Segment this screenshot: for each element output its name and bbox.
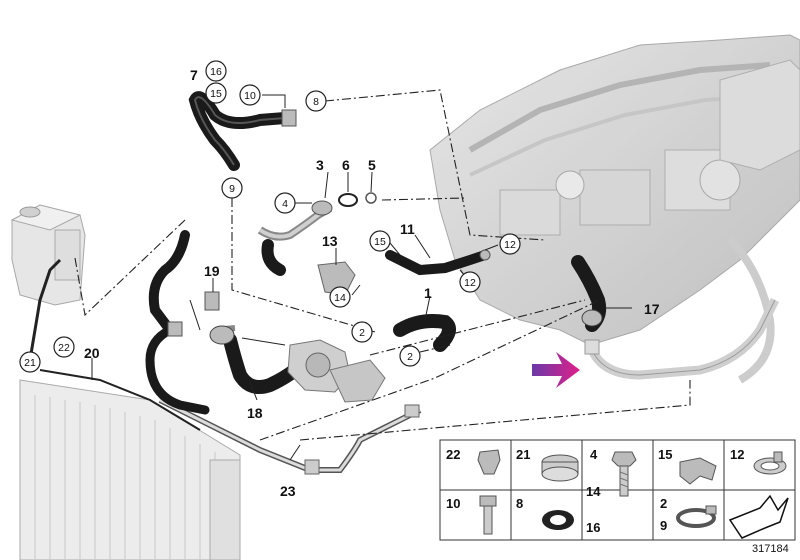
svg-text:12: 12 — [730, 447, 744, 462]
callout-23: 23 — [280, 483, 296, 499]
callout-19: 19 — [204, 263, 220, 279]
legend-cell-15: 15 — [658, 447, 717, 485]
bracket-clip-icon — [679, 457, 717, 485]
callout-3: 3 — [316, 157, 324, 173]
parts-legend: 22 21 4 14 15 — [439, 439, 796, 541]
svg-text:14: 14 — [586, 484, 601, 499]
callout-17: 17 — [644, 301, 660, 317]
svg-text:21: 21 — [516, 447, 530, 462]
callout-circled-4: 4 — [282, 198, 288, 210]
callout-7: 7 — [190, 67, 198, 83]
callout-circled-14: 14 — [334, 292, 346, 304]
callout-6: 6 — [342, 157, 350, 173]
coolant-return-pipe — [584, 297, 780, 380]
callout-11: 11 — [400, 221, 415, 237]
hose-expansion-tank — [145, 230, 210, 415]
water-pump — [287, 339, 386, 403]
engine-block — [429, 34, 800, 384]
worm-clamp-icon — [676, 505, 717, 528]
hose-clamp-icon — [541, 454, 579, 482]
highlight-arrow-icon — [532, 352, 580, 388]
metal-pipe-23 — [158, 397, 422, 475]
legend-cell-12: 12 — [730, 447, 787, 475]
svg-text:16: 16 — [586, 520, 600, 535]
legend-cell-16: 16 — [586, 520, 600, 535]
seal-ring-icon — [542, 510, 574, 530]
hose-3-assembly — [257, 192, 377, 276]
svg-text:4: 4 — [590, 447, 598, 462]
bolt-icon — [611, 451, 637, 497]
hose-11 — [385, 249, 491, 276]
callout-18: 18 — [247, 405, 263, 421]
callout-circled-2b: 2 — [407, 351, 413, 363]
callout-circled-21: 21 — [24, 357, 36, 369]
callout-circled-10: 10 — [244, 90, 256, 102]
callout-circled-12b: 12 — [464, 277, 476, 289]
svg-text:9: 9 — [660, 518, 667, 533]
callout-circled-16: 16 — [210, 66, 222, 78]
hose-18 — [209, 325, 302, 394]
legend-cell-22: 22 — [446, 447, 501, 475]
callout-circled-15b: 15 — [374, 236, 386, 248]
legend-cell-symbol — [728, 494, 789, 539]
legend-cell-8: 8 — [516, 496, 574, 530]
spring-clamp-icon — [753, 451, 787, 475]
callout-13: 13 — [322, 233, 338, 249]
callout-circled-9: 9 — [229, 183, 235, 195]
legend-cell-4-14: 4 14 — [586, 447, 637, 499]
callout-circled-15: 15 — [210, 88, 222, 100]
svg-text:22: 22 — [446, 447, 460, 462]
hose-7 — [188, 91, 297, 171]
hex-bolt-icon — [479, 495, 497, 535]
reference-number: 317184 — [752, 543, 789, 555]
clip-icon — [477, 449, 501, 475]
svg-text:8: 8 — [516, 496, 523, 511]
sensor-19 — [204, 291, 220, 311]
bracket-13 — [317, 261, 356, 296]
expansion-tank — [10, 204, 86, 306]
legend-cell-21: 21 — [516, 447, 579, 482]
callout-1: 1 — [424, 285, 432, 301]
metal-pipe-20 — [28, 258, 201, 431]
hose-1 — [393, 314, 456, 352]
svg-text:10: 10 — [446, 496, 460, 511]
radiator — [19, 379, 241, 560]
svg-text:2: 2 — [660, 496, 667, 511]
legend-cell-10: 10 — [446, 495, 497, 535]
callout-5: 5 — [368, 157, 376, 173]
callout-20: 20 — [84, 345, 100, 361]
callout-circled-22: 22 — [58, 342, 70, 354]
hose-17 — [571, 255, 607, 332]
direction-arrow-icon — [728, 494, 789, 539]
callout-circled-8: 8 — [313, 96, 319, 108]
callout-circled-2: 2 — [359, 327, 365, 339]
legend-cell-2-9: 2 9 — [660, 496, 717, 533]
svg-text:15: 15 — [658, 447, 672, 462]
callout-circled-12: 12 — [504, 239, 516, 251]
circled-callouts — [19, 60, 521, 373]
